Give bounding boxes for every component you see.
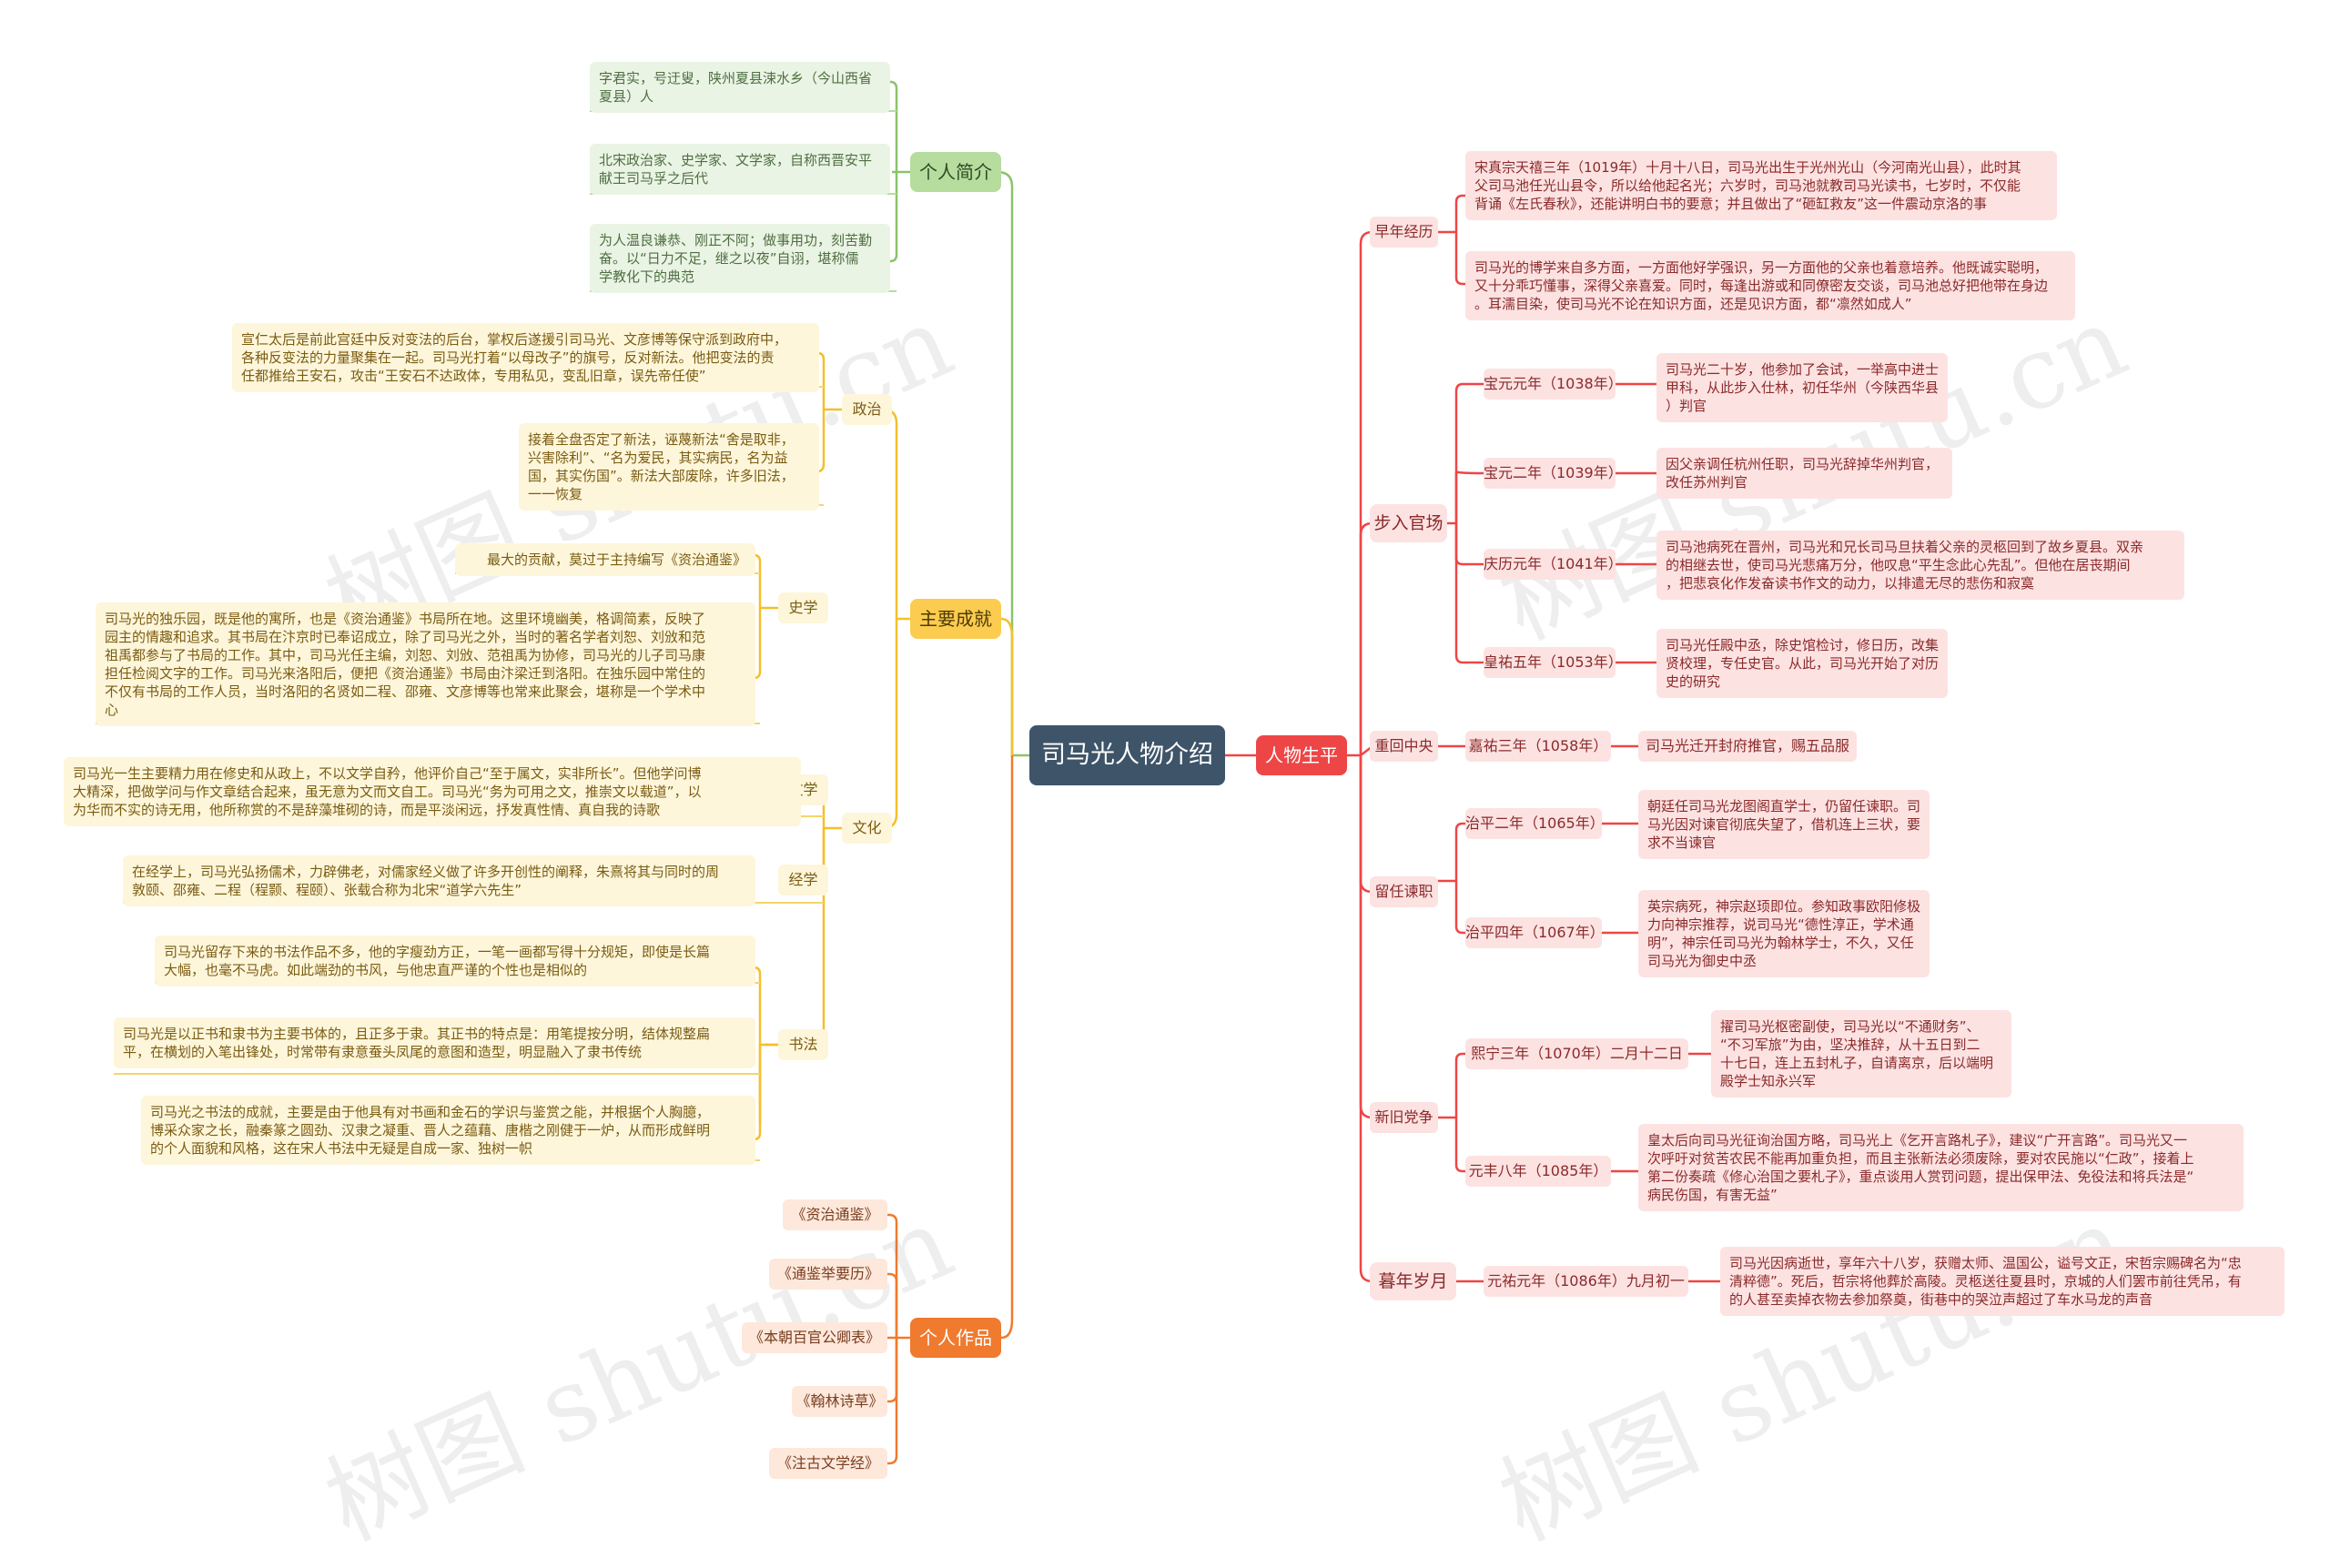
classics-item[interactable]: 在经学上，司马光弘扬儒术，力辟佛老，对儒家经义做了许多开创性的阐释，朱熹将其与同…: [123, 855, 755, 906]
history-node[interactable]: 史学: [778, 592, 828, 623]
date-node[interactable]: 治平二年（1065年）: [1465, 808, 1605, 839]
history-item[interactable]: 司马光的独乐园，既是他的寓所，也是《资治通鉴》书局所在地。这里环境幽美，格调简素…: [96, 602, 755, 726]
intro-connectors: [889, 80, 1029, 757]
early-years-node[interactable]: 早年经历: [1370, 217, 1438, 248]
event-item[interactable]: 朝廷任司马光龙图阁直学士，仍留任谏职。司 马光因对谏官彻底失望了，借机连上三状，…: [1638, 790, 1930, 859]
return-central-node[interactable]: 重回中央: [1370, 731, 1438, 762]
party-struggle-node[interactable]: 新旧党争: [1370, 1102, 1438, 1133]
date-node[interactable]: 庆历元年（1041年）: [1484, 549, 1623, 580]
event-item[interactable]: 司马光二十岁，他参加了会试，一举高中进士 甲科，从此步入仕林，初任华州（今陕西华…: [1656, 353, 1948, 422]
life-node[interactable]: 人物生平: [1256, 735, 1347, 775]
works-connectors: [887, 755, 1014, 1465]
politics-item[interactable]: 接着全盘否定了新法，诬蔑新法“舍是取非， 兴害除利”、“名为爱民，其实病民，名为…: [519, 423, 819, 511]
works-node[interactable]: 个人作品: [910, 1318, 1001, 1358]
calligraphy-item[interactable]: 司马光之书法的成就，主要是由于他具有对书画和金石的学识与鉴赏之能，并根据个人胸臆…: [141, 1096, 755, 1165]
culture-node[interactable]: 文化: [842, 813, 892, 844]
event-item[interactable]: 司马光任殿中丞，除史馆检讨，修日历，改集 贤校理，专任史官。从此，司马光开始了对…: [1656, 629, 1948, 698]
work-item[interactable]: 《本朝百官公卿表》: [742, 1322, 887, 1353]
work-item[interactable]: 《翰林诗草》: [792, 1386, 887, 1417]
date-node[interactable]: 宝元元年（1038年）: [1484, 369, 1623, 400]
politics-item[interactable]: 宣仁太后是前此宫廷中反对变法的后台，掌权后遂援引司马光、文彦博等保守派到政府中，…: [232, 323, 819, 392]
event-item[interactable]: 皇太后向司马光征询治国方略，司马光上《乞开言路札子》，建议“广开言路”。司马光又…: [1638, 1124, 2244, 1211]
calligraphy-item[interactable]: 司马光是以正书和隶书为主要书体的，且正多于隶。其正书的特点是：用笔提按分明，结体…: [114, 1017, 755, 1068]
root-node[interactable]: 司马光人物介绍: [1029, 725, 1225, 785]
politics-node[interactable]: 政治: [842, 394, 892, 425]
intro-node[interactable]: 个人简介: [910, 152, 1001, 192]
remonstrance-node[interactable]: 留任谏职: [1370, 876, 1438, 907]
early-years-item[interactable]: 司马光的博学来自多方面，一方面他好学强识，另一方面他的父亲也着意培养。他既诚实聪…: [1465, 251, 2075, 320]
calligraphy-item[interactable]: 司马光留存下来的书法作品不多，他的字瘦劲方正，一笔一画都写得十分规矩，即使是长篇…: [155, 936, 755, 986]
achievement-node[interactable]: 主要成就: [910, 599, 1001, 639]
official-career-node[interactable]: 步入官场: [1370, 504, 1447, 542]
event-item[interactable]: 司马光迁开封府推官，赐五品服: [1638, 731, 1857, 762]
event-item[interactable]: 司马光因病逝世，享年六十八岁，获赠太师、温国公，谥号文正，宋哲宗赐碑名为“忠 清…: [1720, 1247, 2284, 1316]
work-item[interactable]: 《资治通鉴》: [783, 1199, 887, 1230]
late-years-node[interactable]: 暮年岁月: [1370, 1262, 1456, 1300]
date-node[interactable]: 嘉祐三年（1058年）: [1465, 731, 1611, 762]
history-item[interactable]: 最大的贡献，莫过于主持编写《资治通鉴》: [455, 543, 755, 576]
date-node[interactable]: 宝元二年（1039年）: [1484, 458, 1623, 489]
event-item[interactable]: 英宗病死，神宗赵顼即位。参知政事欧阳修极 力向神宗推荐，说司马光“德性淳正，学术…: [1638, 890, 1930, 977]
classics-node[interactable]: 经学: [778, 865, 828, 895]
event-item[interactable]: 司马池病死在晋州，司马光和兄长司马旦扶着父亲的灵柩回到了故乡夏县。双亲 的相继去…: [1656, 531, 2184, 600]
date-node[interactable]: 治平四年（1067年）: [1465, 917, 1605, 948]
calligraphy-node[interactable]: 书法: [778, 1029, 828, 1060]
event-item[interactable]: 擢司马光枢密副使，司马光以“不通财务”、 “不习军旅”为由，坚决推辞，从十五日到…: [1711, 1010, 2011, 1098]
work-item[interactable]: 《注古文学经》: [769, 1448, 887, 1479]
date-node[interactable]: 熙宁三年（1070年）二月十二日: [1465, 1038, 1688, 1069]
intro-item[interactable]: 北宋政治家、史学家、文学家，自称西晋安平 献王司马孚之后代: [590, 144, 890, 195]
event-item[interactable]: 因父亲调任杭州任职，司马光辞掉华州判官， 改任苏州判官: [1656, 448, 1952, 499]
date-node[interactable]: 元祐元年（1086年）九月初一: [1484, 1266, 1688, 1297]
date-node[interactable]: 皇祐五年（1053年）: [1484, 647, 1623, 678]
intro-item[interactable]: 为人温良谦恭、刚正不阿；做事用功，刻苦勤 奋。以“日力不足，继之以夜”自诩，堪称…: [590, 224, 890, 293]
date-node[interactable]: 元丰八年（1085年）: [1465, 1156, 1611, 1187]
early-years-item[interactable]: 宋真宗天禧三年（1019年）十月十八日，司马光出生于光州光山（今河南光山县），此…: [1465, 151, 2057, 220]
work-item[interactable]: 《通鉴举要历》: [769, 1259, 887, 1290]
intro-item[interactable]: 字君实，号迂叟，陕州夏县涑水乡（今山西省 夏县）人: [590, 62, 890, 113]
literature-item[interactable]: 司马光一生主要精力用在修史和从政上，不以文学自矜，他评价自己“至于属文，实非所长…: [64, 757, 801, 826]
